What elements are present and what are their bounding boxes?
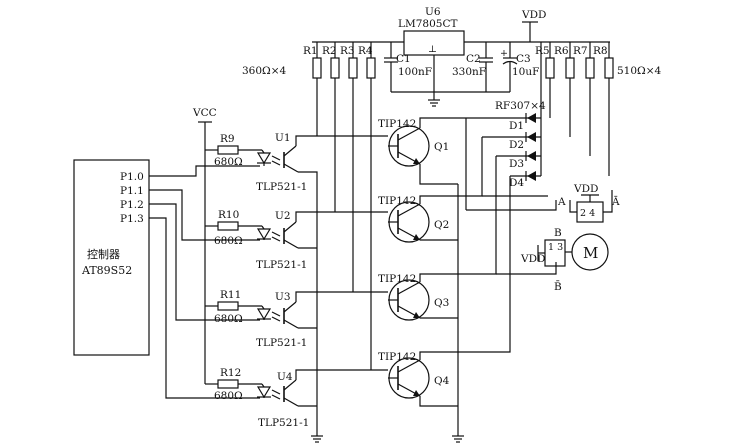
resistor-r2 <box>330 57 340 79</box>
controller-block: 控制器 AT89S52 P1.0 P1.1 P1.2 P1.3 <box>73 159 150 356</box>
r9-value: 680Ω <box>214 156 243 168</box>
c3-label: C3 <box>516 53 531 65</box>
c1-label: C1 <box>396 53 411 65</box>
opto-channel-2: R10 680Ω U2 TLP521-1 <box>205 209 307 271</box>
pullup-resistors: R5 R6 R7 R8 510Ω×4 <box>535 42 662 79</box>
controller-part: AT89S52 <box>81 264 132 277</box>
resistor-r8 <box>604 57 614 79</box>
resistor-r7 <box>585 57 595 79</box>
diodes: RF307×4 D1 D2 D3 D4 <box>466 42 610 189</box>
q3-part: TIP142 <box>378 273 416 285</box>
vdd-top-label: VDD <box>521 9 546 21</box>
r12-label: R12 <box>220 367 241 379</box>
c3-value: 10uF <box>512 66 539 78</box>
r10-label: R10 <box>218 209 239 221</box>
u1-part: TLP521-1 <box>256 181 307 193</box>
transistor-q2: TIP142 Q2 <box>378 195 449 243</box>
opto-channel-3: R11 680Ω U3 TLP521-1 <box>205 289 307 349</box>
motor-label: M <box>583 244 598 262</box>
base-resistor-value: 360Ω×4 <box>242 65 287 77</box>
regulator-ref: U6 <box>425 6 441 18</box>
q2-ref: Q2 <box>434 219 449 231</box>
r3-label: R3 <box>340 45 355 57</box>
c2-value: 330nF <box>452 66 486 78</box>
r7-label: R7 <box>573 45 588 57</box>
vcc-rail: VCC <box>192 107 217 384</box>
opto-to-driver-wiring <box>295 78 388 443</box>
u2-part: TLP521-1 <box>256 259 307 271</box>
d1-label: D1 <box>509 120 524 132</box>
r9-label: R9 <box>220 133 235 145</box>
base-resistors: R1 R2 R3 R4 360Ω×4 <box>242 42 376 79</box>
r11-value: 680Ω <box>214 313 243 325</box>
u3-label: U3 <box>275 291 291 303</box>
r6-label: R6 <box>554 45 569 57</box>
transistor-q4: TIP142 Q4 <box>378 351 450 399</box>
d3-label: D3 <box>509 158 524 170</box>
controller-label: 控制器 <box>87 247 120 261</box>
regulator-ground-marker: ⊥ <box>428 44 437 55</box>
pin-p1-3: P1.3 <box>120 213 144 225</box>
diode-part: RF307×4 <box>495 100 546 112</box>
u1-label: U1 <box>275 132 291 144</box>
r11-label: R11 <box>220 289 241 301</box>
pullup-value: 510Ω×4 <box>617 65 662 77</box>
q1-part: TIP142 <box>378 118 416 130</box>
resistor-r1 <box>312 57 322 79</box>
opto-channel-1: R9 680Ω U1 TLP521-1 <box>205 132 307 193</box>
motor-pins-b: 1 3 <box>548 242 563 253</box>
regulator-u6 <box>403 30 465 56</box>
q1-ref: Q1 <box>434 141 449 153</box>
c1-value: 100nF <box>398 66 432 78</box>
u4-label: U4 <box>277 371 293 383</box>
q3-ref: Q3 <box>434 297 449 309</box>
power-wiring <box>419 117 557 443</box>
r12-value: 680Ω <box>214 390 243 402</box>
vdd-b-label: VDD <box>520 253 545 265</box>
r1-label: R1 <box>303 45 318 57</box>
stepper-motor: 2 4 VDD A Ā 1 3 VDD B B̄ M <box>520 183 620 293</box>
pin-p1-2: P1.2 <box>120 199 144 211</box>
vcc-label: VCC <box>192 107 217 119</box>
controller-wiring <box>149 165 260 399</box>
u2-label: U2 <box>275 210 291 222</box>
transistor-q1: TIP142 Q1 <box>378 118 449 167</box>
pin-p1-1: P1.1 <box>120 185 144 197</box>
resistor-r4 <box>366 57 376 79</box>
d4-label: D4 <box>509 177 524 189</box>
opto-channel-4: R12 680Ω U4 TLP521-1 <box>205 367 309 429</box>
resistor-r11 <box>217 301 239 311</box>
r10-value: 680Ω <box>214 235 243 247</box>
resistor-r3 <box>348 57 358 79</box>
phase-b-bar-label: B̄ <box>554 280 562 293</box>
r8-label: R8 <box>593 45 608 57</box>
phase-a-label: A <box>557 196 566 208</box>
u3-part: TLP521-1 <box>256 337 307 349</box>
motor-pins-a: 2 4 <box>580 208 595 219</box>
u4-part: TLP521-1 <box>258 417 309 429</box>
transistor-q3: TIP142 Q3 <box>378 273 449 321</box>
vdd-a-label: VDD <box>573 183 598 195</box>
resistor-r9 <box>217 145 239 155</box>
resistor-r10 <box>217 221 239 231</box>
capacitors: C1 100nF C2 330nF + C3 10uF <box>384 42 539 93</box>
resistor-r6 <box>565 57 575 79</box>
phase-a-bar-label: Ā <box>611 195 620 208</box>
regulator-part: LM7805CT <box>398 18 457 30</box>
q4-part: TIP142 <box>378 351 416 363</box>
resistor-r5 <box>545 57 555 79</box>
c2-label: C2 <box>466 53 481 65</box>
r5-label: R5 <box>535 45 550 57</box>
d2-label: D2 <box>509 139 524 151</box>
r2-label: R2 <box>322 45 337 57</box>
pin-p1-0: P1.0 <box>120 171 144 183</box>
resistor-r12 <box>217 379 239 389</box>
q4-ref: Q4 <box>434 375 450 387</box>
q2-part: TIP142 <box>378 195 416 207</box>
c3-polarity: + <box>500 48 508 59</box>
r4-label: R4 <box>358 45 373 57</box>
phase-b-label: B <box>554 227 562 239</box>
